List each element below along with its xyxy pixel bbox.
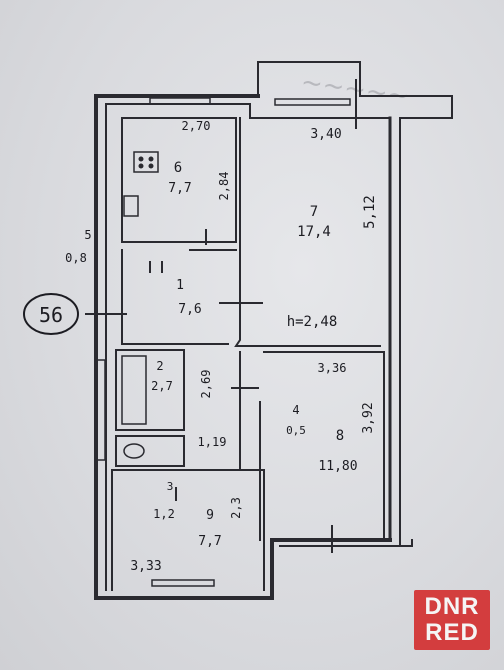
room-number-living: 7 (310, 204, 318, 220)
apartment-number: 56 (39, 303, 63, 327)
room-area-bedroom: 11,80 (318, 459, 357, 474)
room-number-hall: 1 (176, 278, 184, 293)
dim-room9-width: 3,33 (130, 559, 161, 574)
dim-kitchen-length: 2,84 (217, 172, 231, 201)
room-number-storage: 4 (292, 403, 299, 417)
dim-living-width: 3,40 (310, 127, 341, 142)
apartment-number-circle (23, 293, 79, 335)
room-number-bath: 2 (156, 359, 163, 373)
room-number-room9: 9 (206, 508, 214, 523)
dim-bedroom-length: 3,92 (361, 402, 376, 433)
room-area-wc: 1,2 (153, 507, 175, 521)
dim-living-length: 5,12 (362, 195, 378, 229)
room-area-hall: 7,6 (178, 302, 201, 317)
room-area-closet: 0,8 (65, 251, 87, 265)
room-area-living: 17,4 (297, 224, 331, 240)
room-area-storage: 0,5 (286, 424, 306, 437)
room-number-wc: 3 (167, 480, 174, 493)
room-number-closet: 5 (84, 228, 91, 242)
dim-room9-length: 2,3 (229, 497, 243, 519)
room-area-kitchen: 7,7 (168, 181, 191, 196)
dim-bedroom-width: 3,36 (318, 361, 347, 375)
watermark-line-1: DNR (424, 593, 480, 620)
dim-kitchen-width: 2,70 (182, 119, 211, 133)
dim-corridor-width: 1,19 (198, 435, 227, 449)
room-area-bath: 2,7 (151, 379, 173, 393)
room-number-kitchen: 6 (174, 160, 182, 176)
watermark-logo: DNR RED (414, 590, 490, 650)
dim-bath-length: 2,69 (199, 370, 213, 399)
watermark-line-2: RED (425, 619, 479, 646)
room-number-bedroom: 8 (336, 428, 344, 444)
ceiling-height: h=2,48 (287, 314, 338, 330)
room-area-room9: 7,7 (198, 534, 221, 549)
